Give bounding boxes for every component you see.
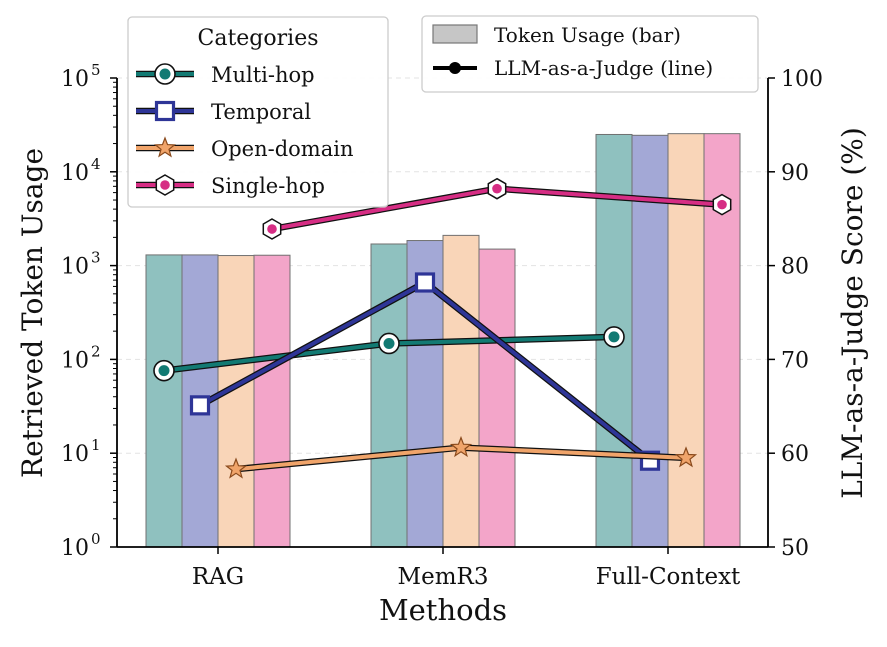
right-tick-label-60: 60 (781, 442, 809, 467)
right-tick-label-50: 50 (781, 536, 809, 561)
bar-open-domain-rag (217, 255, 255, 548)
legend-categories-box (127, 16, 389, 208)
legend-label-single-hop: Single-hop (211, 174, 325, 198)
bar-open-domain-memr3 (442, 234, 480, 548)
right-tick-label-100: 100 (781, 67, 823, 92)
legend-types-box (421, 15, 759, 93)
right-tick-label-80: 80 (781, 255, 809, 280)
left-tick-exp-3: 3 (91, 249, 101, 267)
axes-layer: Methods Retrieved Token Usage LLM-as-a-J… (16, 61, 869, 627)
point-multi-hop-rag-core (158, 365, 170, 377)
point-open-domain-rag (224, 457, 248, 479)
left-tick-label-0: 10 (61, 536, 89, 561)
left-tick-label-3: 10 (61, 255, 89, 280)
point-open-domain-memr3 (449, 435, 473, 458)
legend-marker-single-hop-core (160, 180, 170, 190)
x-axis-label: Methods (379, 593, 507, 627)
legend-categories: Categories Multi-hopTemporalOpen-domainS… (127, 16, 389, 208)
left-tick-label-2: 10 (61, 348, 89, 373)
x-tick-label-memr3: MemR3 (398, 564, 489, 590)
right-tick-label-90: 90 (781, 161, 809, 186)
legend-bar-swatch (432, 24, 478, 44)
x-tick-label-rag: RAG (192, 564, 244, 590)
legend-marker-temporal (154, 100, 176, 122)
line-layer (153, 177, 732, 479)
left-axis-label: Retrieved Token Usage (16, 148, 49, 478)
point-temporal-memr3 (414, 272, 436, 293)
legend-marker-multi-hop-core (159, 68, 171, 80)
bar-multi-hop-memr3 (370, 243, 408, 548)
legend-bar-label: Token Usage (bar) (494, 23, 681, 47)
left-tick-exp-5: 5 (91, 61, 101, 79)
legend-types: Token Usage (bar) LLM-as-a-Judge (line) (421, 15, 759, 93)
left-tick-exp-1: 1 (91, 436, 101, 454)
left-tick-exp-2: 2 (91, 342, 101, 360)
bar-multi-hop-rag (145, 254, 183, 548)
legend-label-multi-hop: Multi-hop (211, 63, 315, 87)
legend-categories-title: Categories (198, 26, 319, 51)
legend-line-label: LLM-as-a-Judge (line) (494, 56, 713, 80)
legend-marker-open-domain (153, 136, 177, 158)
left-tick-label-5: 10 (61, 67, 89, 92)
legend-label-open-domain: Open-domain (211, 137, 353, 161)
x-tick-label-full-context: Full-Context (596, 564, 741, 590)
point-open-domain-full-context (674, 446, 698, 468)
legend-label-temporal: Temporal (211, 100, 311, 124)
legend-line-marker (449, 62, 461, 74)
left-tick-exp-0: 0 (91, 530, 101, 548)
right-axis-label: LLM-as-a-Judge Score (%) (836, 127, 869, 499)
point-multi-hop-full-context-core (608, 331, 620, 343)
left-tick-exp-4: 4 (91, 155, 101, 173)
point-single-hop-rag-core (267, 224, 277, 234)
left-tick-label-4: 10 (61, 161, 89, 186)
bar-open-domain-full-context (667, 133, 705, 548)
right-tick-label-70: 70 (781, 348, 809, 373)
point-multi-hop-memr3-core (383, 337, 395, 349)
bar-single-hop-rag (253, 254, 291, 548)
left-tick-label-1: 10 (61, 442, 89, 467)
bar-single-hop-memr3 (478, 248, 516, 548)
point-temporal-rag (189, 395, 211, 416)
bar-temporal-full-context (631, 134, 669, 548)
point-single-hop-full-context-core (717, 199, 727, 210)
point-single-hop-memr3-core (492, 183, 502, 194)
